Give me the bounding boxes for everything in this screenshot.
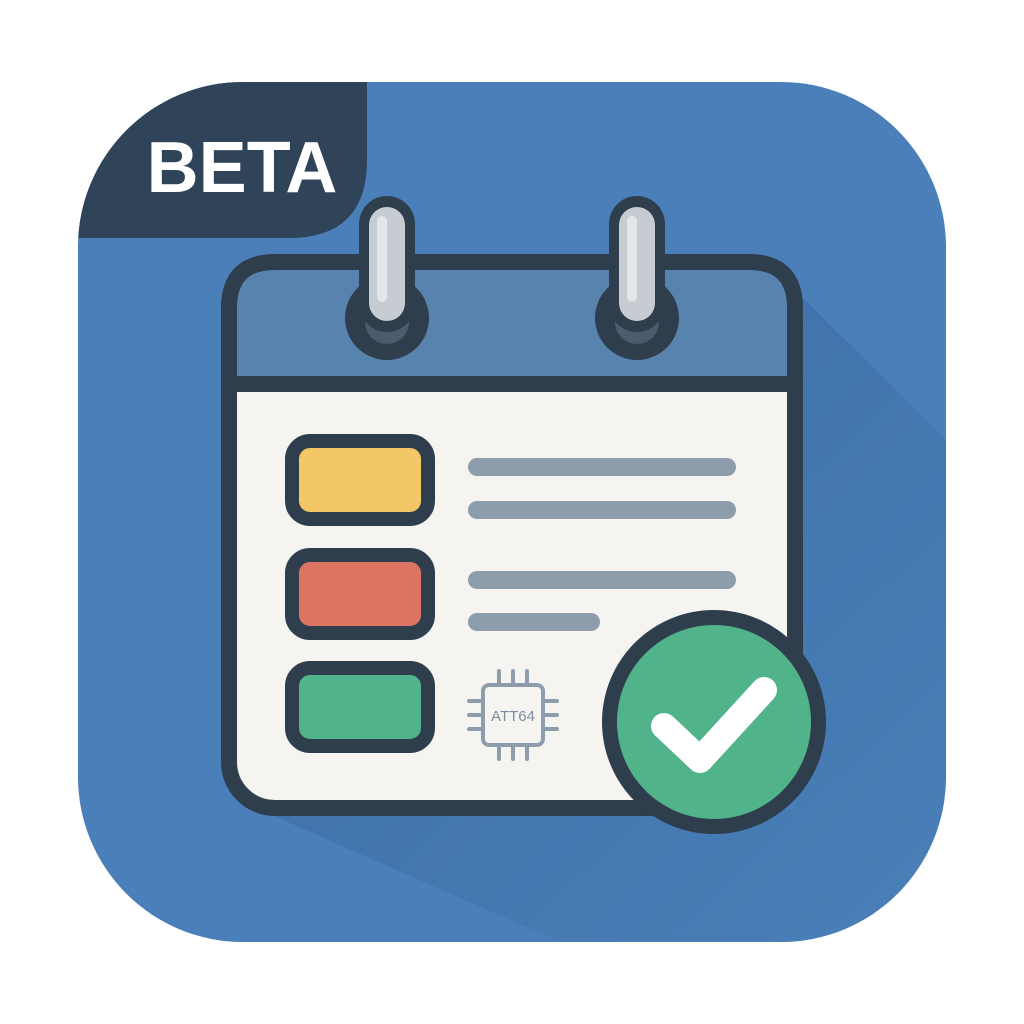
green-event-block	[285, 661, 435, 753]
yellow-event-block	[285, 434, 435, 526]
checkmark-icon	[651, 677, 777, 773]
check-badge	[602, 610, 826, 834]
calendar-icon: ATT64	[221, 196, 803, 816]
cpu-chip-icon	[467, 669, 559, 761]
chip-label: ATT64	[491, 708, 535, 725]
red-event-block	[285, 548, 435, 640]
calendar-ring-right	[595, 196, 679, 360]
text-lines	[468, 458, 736, 631]
calendar-ring-left	[345, 196, 429, 360]
calendar-header	[221, 254, 803, 392]
beta-label: BETA	[147, 128, 338, 208]
